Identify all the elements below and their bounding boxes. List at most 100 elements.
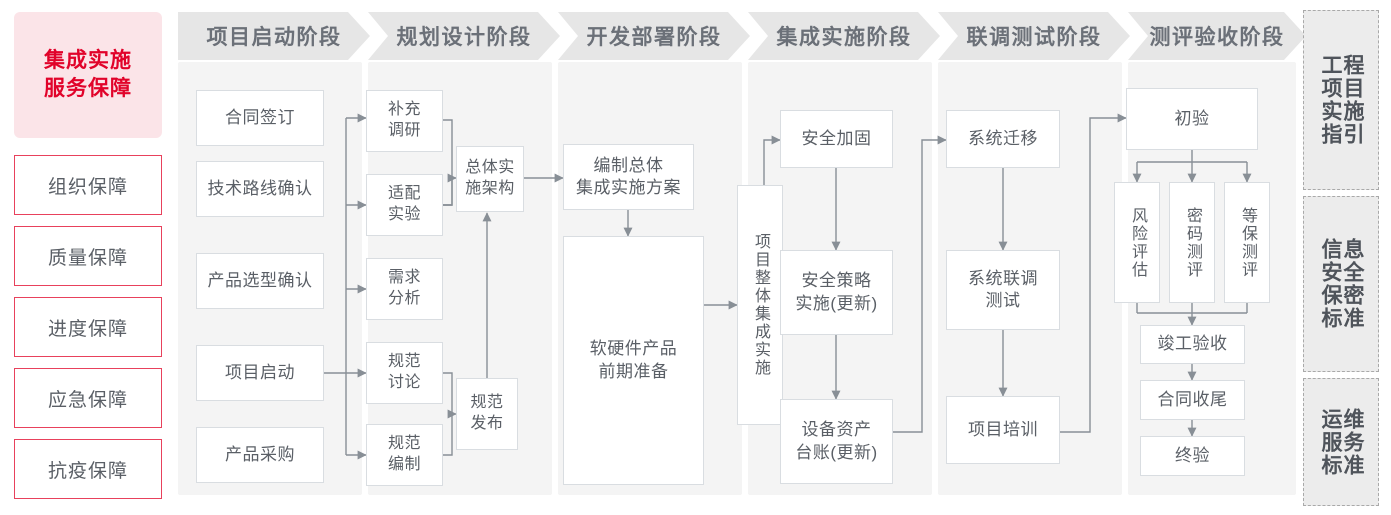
node-label: 等保测评	[1239, 206, 1256, 279]
node-system-joint-test[interactable]: 系统联调测试	[946, 250, 1060, 330]
node-label: 需求	[387, 269, 421, 287]
node-label: 适配	[387, 185, 421, 203]
right-rail-item-engineering-guideline[interactable]: 程目施引 工项实指	[1303, 10, 1379, 190]
node-mlps-evaluation[interactable]: 等保测评	[1224, 182, 1270, 303]
node-initial-acceptance[interactable]: 初验	[1126, 88, 1258, 150]
left-rail-item-label: 组织保障	[47, 176, 128, 198]
left-rail-title-line2: 服务保障	[44, 77, 132, 100]
node-label: 规范	[387, 435, 421, 453]
node-overall-integration-plan-doc[interactable]: 编制总体集成实施方案	[563, 144, 694, 210]
node-adaptation-experiment[interactable]: 适配实验	[366, 174, 443, 236]
right-rail-item-infosec-standard[interactable]: 息全密准 信安保标	[1303, 196, 1379, 372]
node-label: 实验	[387, 206, 421, 223]
node-label: 发布	[470, 415, 504, 432]
node-label: 产品选型确认	[207, 270, 313, 290]
phase-header-label: 联调测试阶段	[966, 26, 1102, 49]
node-label: 系统迁移	[968, 128, 1038, 148]
node-completion-acceptance[interactable]: 竣工验收	[1140, 325, 1245, 364]
node-label: 项目启动	[225, 362, 295, 382]
node-label: 讨论	[387, 374, 421, 391]
node-label: 项目整体集成实施	[752, 233, 769, 377]
node-final-acceptance[interactable]: 终验	[1140, 436, 1245, 476]
phase-header-5[interactable]: 联调测试阶段	[938, 12, 1130, 60]
node-label: 安全加固	[801, 128, 872, 148]
node-spec-release[interactable]: 规范发布	[456, 378, 518, 450]
node-label: 分析	[387, 290, 421, 307]
node-label: 密码测评	[1184, 206, 1201, 279]
node-cryptography-evaluation[interactable]: 密码测评	[1169, 182, 1215, 303]
node-project-kickoff[interactable]: 项目启动	[196, 345, 324, 401]
node-label: 系统联调	[968, 268, 1038, 288]
right-rail-label-col-right: 息全密准	[1341, 238, 1365, 330]
node-contract-closeout[interactable]: 合同收尾	[1140, 380, 1245, 420]
left-rail-item-label: 质量保障	[47, 247, 128, 269]
right-rail-label-col-right: 维务准	[1341, 407, 1365, 477]
right-rail-item-ops-service-standard[interactable]: 维务准 运服标	[1303, 378, 1379, 506]
right-rail-label-col-right: 程目施引	[1341, 54, 1365, 146]
left-rail-item-label: 进度保障	[47, 318, 128, 340]
node-overall-architecture[interactable]: 总体实施架构	[456, 146, 524, 212]
node-label: 安全策略	[801, 271, 872, 291]
phase-header-1[interactable]: 项目启动阶段	[178, 12, 370, 60]
node-label: 补充	[387, 101, 421, 119]
left-rail-item-schedule[interactable]: 进度保障	[14, 297, 162, 357]
node-product-selection-confirm[interactable]: 产品选型确认	[196, 253, 324, 309]
node-label: 设备资产	[801, 420, 872, 440]
node-label: 软硬件产品	[589, 339, 678, 359]
node-spec-discussion[interactable]: 规范讨论	[366, 342, 443, 404]
left-rail-title-line1: 集成实施	[44, 48, 132, 72]
node-contract-signing[interactable]: 合同签订	[196, 90, 324, 146]
node-asset-ledger-update[interactable]: 设备资产台账(更新)	[780, 399, 893, 484]
node-label: 实施(更新)	[795, 293, 878, 313]
phase-header-2[interactable]: 规划设计阶段	[368, 12, 560, 60]
node-label: 前期准备	[598, 361, 669, 381]
node-supplementary-survey[interactable]: 补充调研	[366, 90, 443, 152]
node-project-training[interactable]: 项目培训	[946, 396, 1060, 464]
node-label: 集成实施方案	[576, 178, 681, 197]
node-label: 竣工验收	[1157, 334, 1228, 354]
node-label: 技术路线确认	[207, 178, 313, 198]
right-rail-label-col-left: 工项实指	[1319, 54, 1342, 146]
node-label: 产品采购	[225, 444, 295, 464]
left-rail-item-label: 抗疫保障	[47, 460, 128, 482]
node-requirements-analysis[interactable]: 需求分析	[366, 258, 443, 320]
node-label: 项目培训	[968, 419, 1038, 439]
node-label: 总体实	[465, 159, 515, 177]
node-security-policy-implementation[interactable]: 安全策略实施(更新)	[780, 250, 893, 335]
node-overall-project-integration[interactable]: 项目整体集成实施	[737, 185, 783, 425]
left-rail-item-quality[interactable]: 质量保障	[14, 226, 162, 286]
right-rail-label-col-left: 运服标	[1319, 407, 1342, 477]
node-label: 合同收尾	[1157, 389, 1228, 409]
node-tech-route-confirm[interactable]: 技术路线确认	[196, 161, 324, 217]
node-system-migration[interactable]: 系统迁移	[946, 110, 1060, 168]
right-rail-label-col-left: 信安保标	[1319, 238, 1342, 330]
node-label: 初验	[1174, 108, 1210, 128]
left-rail-item-emergency[interactable]: 应急保障	[14, 368, 162, 428]
phase-header-label: 测评验收阶段	[1149, 26, 1285, 49]
left-rail-item-epidemic[interactable]: 抗疫保障	[14, 439, 162, 499]
phase-header-label: 开发部署阶段	[586, 26, 722, 49]
node-risk-assessment[interactable]: 风险评估	[1114, 182, 1160, 303]
left-rail-item-organization[interactable]: 组织保障	[14, 155, 162, 215]
phase-header-label: 规划设计阶段	[396, 26, 532, 49]
node-label: 调研	[387, 122, 421, 139]
node-label: 规范	[387, 353, 421, 371]
left-rail-item-label: 应急保障	[47, 389, 128, 411]
node-label: 台账(更新)	[795, 442, 878, 462]
phase-header-label: 项目启动阶段	[206, 26, 342, 49]
phase-header-6[interactable]: 测评验收阶段	[1128, 12, 1306, 60]
phase-header-label: 集成实施阶段	[776, 26, 912, 49]
node-security-hardening[interactable]: 安全加固	[780, 110, 893, 168]
node-label: 合同签订	[225, 107, 295, 127]
node-spec-drafting[interactable]: 规范编制	[366, 424, 443, 486]
node-label: 编制	[387, 456, 421, 473]
node-label: 风险评估	[1129, 206, 1146, 279]
phase-header-4[interactable]: 集成实施阶段	[748, 12, 940, 60]
node-hardware-software-preparation[interactable]: 软硬件产品前期准备	[563, 236, 704, 485]
phase-header-3[interactable]: 开发部署阶段	[558, 12, 750, 60]
node-product-procurement[interactable]: 产品采购	[196, 427, 324, 483]
left-rail-title: 集成实施 服务保障	[14, 12, 162, 138]
node-label: 施架构	[465, 180, 515, 197]
node-label: 编制总体	[593, 155, 664, 175]
